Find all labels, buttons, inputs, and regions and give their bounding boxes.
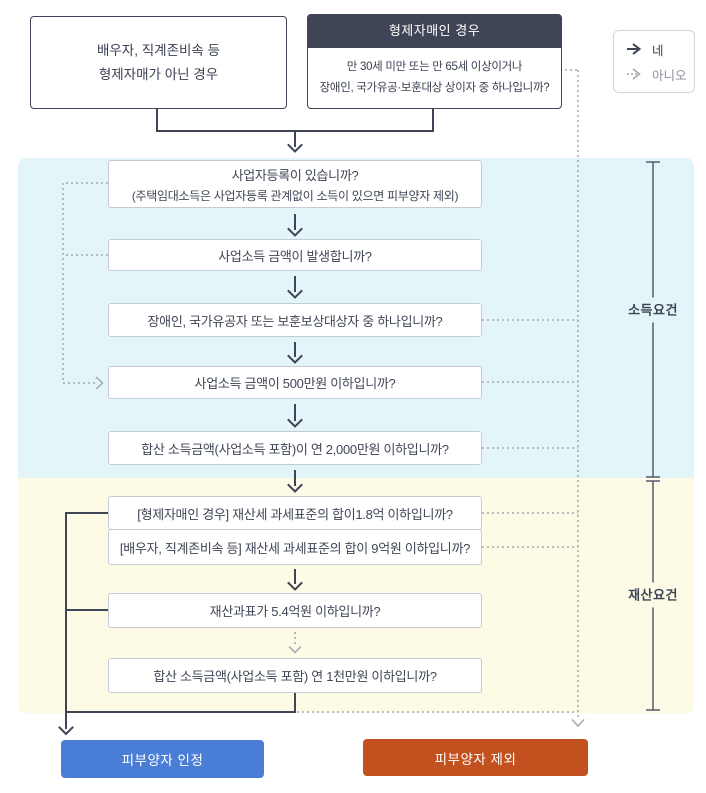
question-business-income-under-5m: 사업소득 금액이 500만원 이하입니까?	[108, 366, 482, 399]
yes-arrow-icon	[627, 43, 642, 55]
legend-box: 네 아니오	[613, 30, 695, 93]
non-sibling-line1: 배우자, 직계존비속 등	[96, 42, 221, 58]
solid-yes-connectors	[58, 106, 434, 736]
sibling-case-header: 형제자매인 경우	[308, 15, 561, 48]
question-property-under-540m: 재산과표가 5.4억원 이하입니까?	[108, 593, 482, 628]
sibling-line1: 만 30세 미만 또는 만 65세 이상이거나	[346, 61, 523, 74]
non-sibling-line2: 형제자매가 아닌 경우	[98, 66, 219, 82]
question-line: 합산 소득금액(사업소득 포함) 연 1천만원 이하입니까?	[153, 669, 437, 684]
legend-yes-row: 네	[626, 40, 694, 59]
no-arrow-icon	[627, 68, 641, 80]
legend-yes-label: 네	[652, 43, 664, 58]
question-total-income-under-20m: 합산 소득금액(사업소득 포함)이 연 2,000만원 이하입니까?	[108, 431, 482, 465]
question-line: [배우자, 직계존비속 등] 재산세 과세표준의 합이 9억원 이하입니까?	[119, 540, 471, 556]
question-line: 합산 소득금액(사업소득 포함)이 연 2,000만원 이하입니까?	[141, 441, 449, 457]
question-line: 사업소득 금액이 500만원 이하입니까?	[194, 376, 396, 391]
question-line: 사업자등록이 있습니까?	[231, 167, 359, 183]
question-business-registration: 사업자등록이 있습니까? (주택임대소득은 사업자등록 관계없이 소득이 있으면…	[108, 160, 482, 208]
property-requirement-label: 재산요건	[627, 582, 679, 608]
question-sibling-property-under-180m: [형제자매인 경우] 재산세 과세표준의 합이1.8억 이하입니까?	[108, 496, 482, 530]
question-line: 사업소득 금액이 발생합니까?	[218, 248, 372, 264]
sibling-line2: 장애인, 국가유공·보훈대상 상이자 중 하나입니까?	[319, 82, 550, 94]
question-disabled-or-veteran: 장애인, 국가유공자 또는 보훈보상대상자 중 하나입니까?	[108, 303, 482, 337]
question-total-income-under-10m: 합산 소득금액(사업소득 포함) 연 1천만원 이하입니까?	[108, 658, 482, 693]
legend-no-row: 아니오	[626, 65, 694, 84]
non-sibling-case-box: 배우자, 직계존비속 등 형제자매가 아닌 경우	[30, 16, 287, 109]
dependent-accepted-button: 피부양자 인정	[61, 740, 264, 778]
dotted-no-connectors	[62, 69, 579, 719]
question-business-income-exists: 사업소득 금액이 발생합니까?	[108, 239, 482, 271]
dotted-no-arrowheads	[95, 376, 585, 728]
question-subline: (주택임대소득은 사업자등록 관계없이 소득이 있으면 피부양자 제외)	[131, 188, 459, 203]
sibling-case-box: 형제자매인 경우 만 30세 미만 또는 만 65세 이상이거나 장애인, 국가…	[307, 14, 562, 109]
income-requirement-label: 소득요건	[627, 297, 679, 323]
question-line: 재산과표가 5.4억원 이하입니까?	[209, 604, 381, 619]
legend-no-label: 아니오	[652, 68, 687, 83]
section-brackets	[646, 161, 660, 711]
question-line: 장애인, 국가유공자 또는 보훈보상대상자 중 하나입니까?	[147, 313, 443, 329]
question-spouse-property-under-900m: [배우자, 직계존비속 등] 재산세 과세표준의 합이 9억원 이하입니까?	[108, 529, 482, 565]
dependent-excluded-button: 피부양자 제외	[363, 739, 588, 776]
question-line: [형제자매인 경우] 재산세 과세표준의 합이1.8억 이하입니까?	[137, 506, 453, 522]
